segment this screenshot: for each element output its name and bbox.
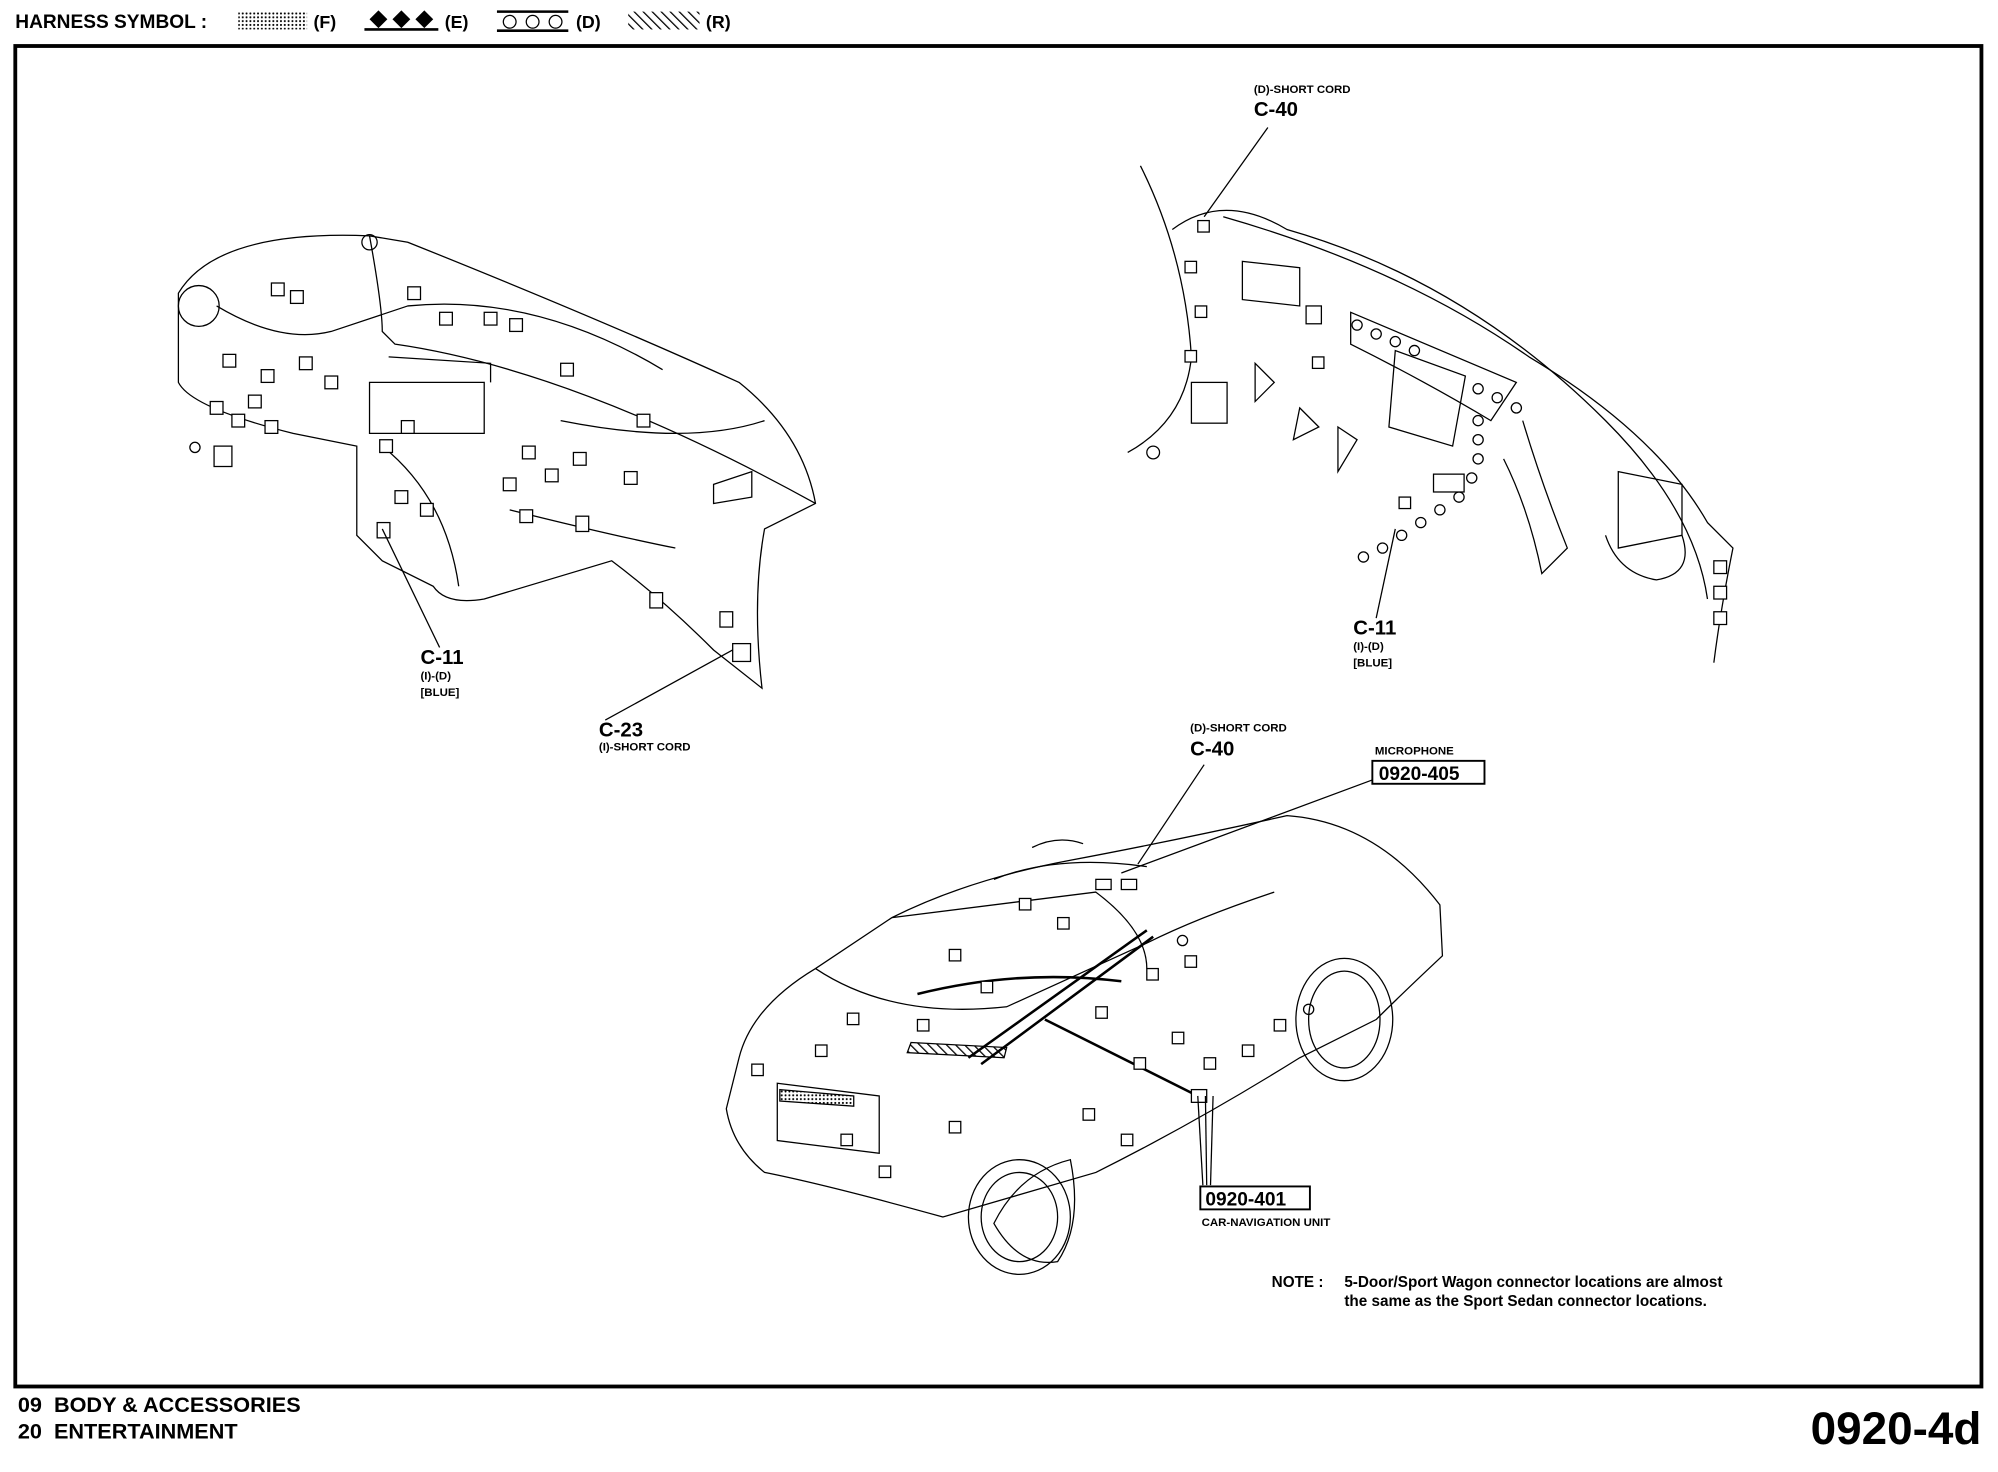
symbol-code-d: (D): [576, 12, 601, 32]
microphone-reference-link[interactable]: 0920-405: [1379, 764, 1460, 785]
harness-symbol-label: HARNESS SYMBOL :: [15, 12, 207, 33]
footer: 09 BODY & ACCESSORIES 20 ENTERTAINMENT 0…: [18, 1392, 1982, 1454]
harness-symbol-legend: HARNESS SYMBOL : (F) (E) (D) (R): [15, 10, 731, 33]
dashboard-right-illustration: [1127, 127, 1734, 663]
symbol-code-r: (R): [706, 12, 731, 32]
car-navigation-reference-link[interactable]: 0920-401: [1205, 1190, 1286, 1211]
subsection-title: 20 ENTERTAINMENT: [18, 1419, 238, 1444]
note-line-2: the same as the Sport Sedan connector lo…: [1344, 1293, 1707, 1310]
component-label: MICROPHONE: [1375, 745, 1454, 757]
callout-dash-left-c23: C-23 (I)-SHORT CORD: [599, 720, 691, 754]
car-illustration: [725, 764, 1444, 1276]
connector-detail: (D)-SHORT CORD: [1254, 84, 1351, 96]
callout-dash-left-c11: C-11 (I)-(D) [BLUE]: [420, 647, 463, 699]
connector-id: C-23: [599, 720, 643, 742]
dashboard-left-illustration: [177, 233, 817, 721]
connector-detail: (I)-SHORT CORD: [599, 742, 691, 754]
callout-microphone: MICROPHONE 0920-405: [1371, 745, 1486, 785]
reference-box: [1199, 1185, 1311, 1211]
callout-dash-right-c11: C-11 (I)-(D) [BLUE]: [1353, 618, 1396, 670]
note-line-1: 5-Door/Sport Wagon connector locations a…: [1344, 1274, 1722, 1291]
harness-pattern-hatched: [628, 11, 700, 30]
section-title: 09 BODY & ACCESSORIES: [18, 1392, 301, 1417]
connector-detail: (D)-SHORT CORD: [1190, 723, 1287, 735]
component-label: CAR-NAVIGATION UNIT: [1202, 1217, 1331, 1229]
callout-car-navigation: 0920-401 CAR-NAVIGATION UNIT: [1199, 1185, 1331, 1229]
symbol-code-e: (E): [445, 12, 469, 32]
connector-id: C-40: [1254, 99, 1298, 121]
harness-pattern-diamonds: [364, 10, 439, 31]
reference-box: [1371, 759, 1486, 785]
connector-color: [BLUE]: [420, 687, 459, 699]
harness-pattern-circles: [496, 10, 569, 32]
callout-dash-right-c40: (D)-SHORT CORD C-40: [1254, 84, 1351, 121]
note-prefix: NOTE :: [1272, 1274, 1324, 1291]
connector-id: C-11: [420, 647, 463, 669]
connector-color: [BLUE]: [1353, 658, 1392, 670]
callout-car-c40: (D)-SHORT CORD C-40: [1190, 723, 1287, 761]
connector-id: C-11: [1353, 618, 1396, 640]
diagram-frame: [13, 44, 1984, 1389]
connector-detail: (I)-(D): [1353, 641, 1384, 653]
note: NOTE : 5-Door/Sport Wagon connector loca…: [1272, 1274, 1723, 1310]
connector-id: C-40: [1190, 739, 1234, 761]
connector-detail: (I)-(D): [420, 670, 451, 682]
page-code: 0920-4d: [1811, 1402, 1982, 1454]
symbol-code-f: (F): [313, 12, 336, 32]
harness-pattern-dotted: [238, 11, 308, 30]
